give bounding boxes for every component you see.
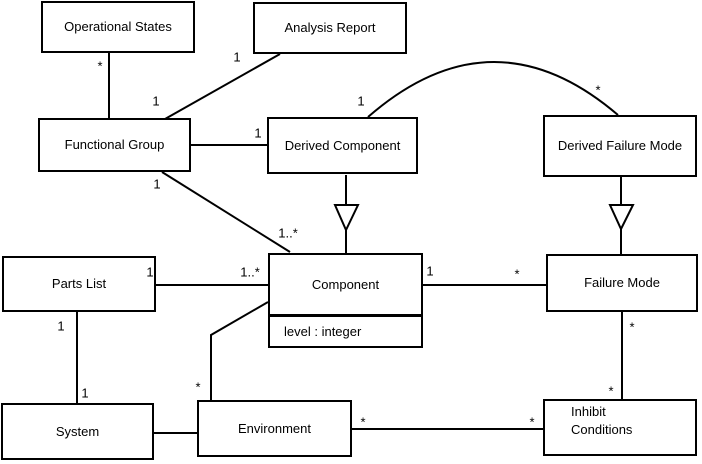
class-box-parts-list[interactable]: Parts List — [2, 256, 156, 312]
class-box-operational-states[interactable]: Operational States — [41, 1, 195, 53]
multiplicity-label: * — [608, 383, 614, 399]
class-name-label: System — [55, 423, 100, 439]
class-attribute-label: level : integer — [284, 323, 362, 339]
class-name-label: Failure Mode — [584, 275, 660, 290]
association-environment--component — [210, 301, 269, 400]
generalization-triangle-icon — [608, 204, 635, 232]
class-name-label: Environment — [238, 420, 311, 436]
multiplicity-label: 1 — [426, 263, 434, 279]
class-name-label: Derived Failure Mode — [557, 138, 683, 153]
class-box-functional-group[interactable]: Functional Group — [38, 118, 191, 172]
multiplicity-label: 1 — [146, 264, 154, 280]
multiplicity-label: * — [629, 319, 635, 335]
multiplicity-label: 1 — [153, 176, 161, 192]
class-box-failure-mode[interactable]: Failure Mode — [546, 254, 698, 312]
class-box-inhibit-conditions[interactable]: Inhibit Conditions — [543, 399, 697, 456]
multiplicity-label: * — [514, 266, 520, 282]
class-box-system[interactable]: System — [1, 403, 154, 460]
class-box-environment[interactable]: Environment — [197, 400, 352, 457]
class-box-analysis-report[interactable]: Analysis Report — [253, 2, 407, 54]
multiplicity-label: 1 — [233, 49, 241, 65]
association-derived-component--derived-failure-mode — [367, 61, 619, 118]
class-name-label: Parts List — [51, 276, 107, 291]
association-functional-group--analysis-report — [164, 53, 281, 120]
multiplicity-label: 1 — [152, 93, 160, 109]
class-name-label: Derived Component — [284, 137, 401, 153]
multiplicity-label: * — [529, 414, 535, 430]
class-name-label: Component — [270, 255, 421, 317]
multiplicity-label: * — [360, 414, 366, 430]
class-name-label: Functional Group — [64, 137, 165, 152]
class-box-derived-failure-mode[interactable]: Derived Failure Mode — [543, 115, 697, 177]
multiplicity-label: * — [97, 58, 103, 74]
class-box-component[interactable]: Component level : integer — [268, 253, 423, 348]
multiplicity-label: 1 — [254, 125, 262, 141]
multiplicity-label: * — [595, 82, 601, 98]
multiplicity-label: 1 — [81, 385, 89, 401]
multiplicity-label: 1..* — [240, 264, 260, 280]
multiplicity-label: * — [195, 379, 201, 395]
multiplicity-label: 1 — [357, 93, 365, 109]
class-box-derived-component[interactable]: Derived Component — [267, 117, 418, 174]
generalization-triangle-icon — [333, 204, 360, 233]
class-name-label: Inhibit Conditions — [571, 404, 633, 437]
multiplicity-label: 1..* — [278, 225, 298, 241]
multiplicity-label: 1 — [57, 318, 65, 334]
class-name-label: Analysis Report — [284, 20, 376, 35]
association-functional-group--component — [161, 171, 291, 253]
class-name-label: Operational States — [64, 19, 172, 34]
